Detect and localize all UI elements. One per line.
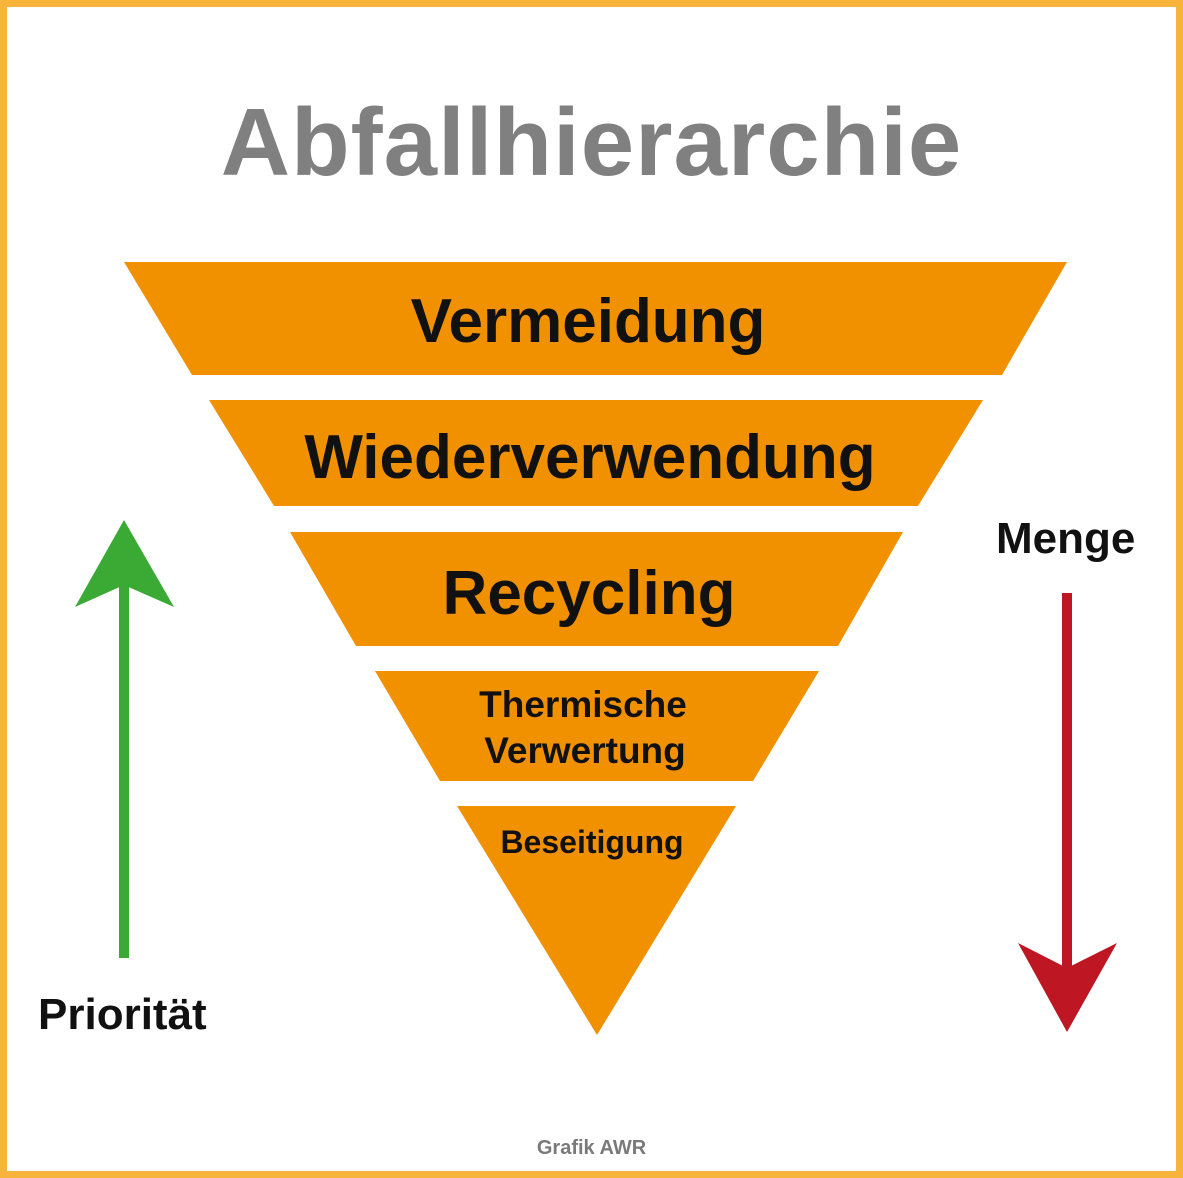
image-credit: Grafik AWR xyxy=(536,1137,647,1159)
level-beseitigung-label: Beseitigung xyxy=(500,824,683,860)
level-wiederverwendung-band xyxy=(209,400,983,506)
amount-arrow-down-icon xyxy=(1018,593,1117,1032)
level-recycling-band xyxy=(290,532,903,646)
priority-arrow-up-icon xyxy=(75,520,174,958)
level-wiederverwendung-label: Wiederverwendung xyxy=(304,423,875,492)
amount-label: Menge xyxy=(996,514,1136,563)
level-beseitigung-triangle xyxy=(457,806,736,1035)
level-vermeidung-band xyxy=(124,262,1067,375)
level-recycling-label: Recycling xyxy=(443,559,736,628)
priority-label: Priorität xyxy=(38,990,207,1039)
level-vermeidung-label: Vermeidung xyxy=(411,287,766,356)
level-thermische-label: Thermische xyxy=(479,684,687,725)
level-verwertung-label: Verwertung xyxy=(484,730,686,771)
page-title: Abfallhierarchie xyxy=(220,89,963,196)
level-thermische-verwertung-band xyxy=(375,671,819,781)
